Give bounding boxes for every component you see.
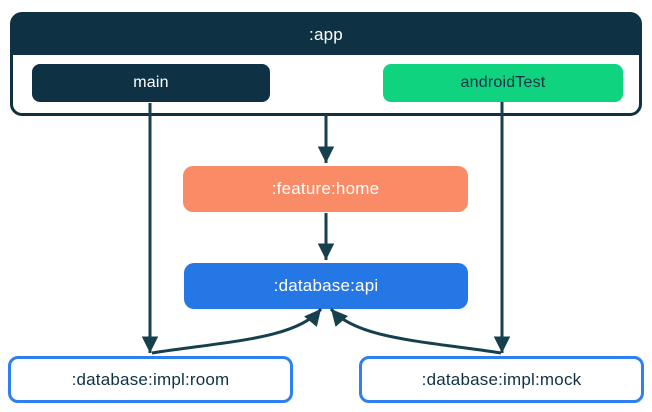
edge-database-impl-mock-to-database-api xyxy=(329,308,502,355)
source-set-main: main xyxy=(32,64,270,102)
app-module-header: :app xyxy=(13,15,639,55)
module-feature-home: :feature:home xyxy=(183,166,468,212)
module-database-api-label: :database:api xyxy=(273,276,379,295)
module-database-impl-room: :database:impl:room xyxy=(8,356,293,403)
module-database-api: :database:api xyxy=(184,263,468,309)
module-feature-home-label: :feature:home xyxy=(271,179,380,198)
app-module-label: :app xyxy=(309,25,343,44)
module-database-impl-mock-label: :database:impl:mock xyxy=(421,369,582,389)
source-set-main-label: main xyxy=(133,74,169,91)
edge-database-impl-room-to-database-api xyxy=(151,308,323,355)
source-set-android-test: androidTest xyxy=(383,64,623,102)
app-module-box: :app main androidTest xyxy=(10,12,642,116)
module-database-impl-room-label: :database:impl:room xyxy=(71,369,230,389)
source-set-android-test-label: androidTest xyxy=(460,74,546,91)
module-database-impl-mock: :database:impl:mock xyxy=(359,356,644,403)
